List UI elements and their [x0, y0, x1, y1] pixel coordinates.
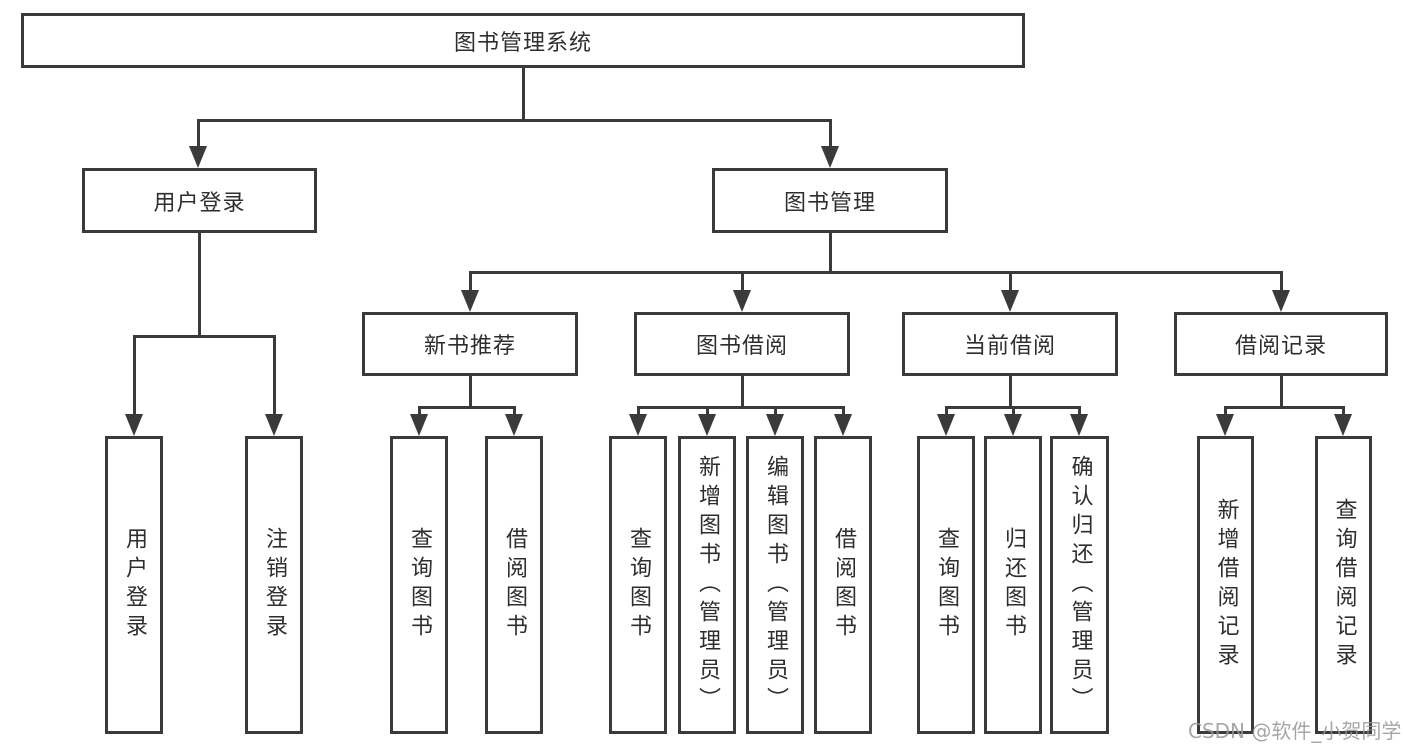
connector-user-login-bus [132, 334, 276, 338]
arrow-new-book-icon [461, 290, 479, 312]
node-leaf-borrow-book-2: 借阅图书 [814, 436, 872, 734]
node-book-borrow-label: 图书借阅 [695, 334, 788, 359]
node-leaf-logout-label: 注销登录 [262, 527, 287, 643]
node-new-book-recommend-label: 新书推荐 [423, 334, 516, 359]
node-user-login-label: 用户登录 [153, 190, 246, 216]
node-user-login: 用户登录 [82, 168, 317, 233]
connector-drop-query-record [1341, 407, 1345, 418]
arrow-book-borrow-icon [733, 290, 751, 312]
connector-drop-borrow-records [1279, 272, 1283, 294]
node-leaf-edit-book-admin: 编辑图书（管理员） [746, 436, 804, 734]
node-leaf-edit-book-admin-label: 编辑图书（管理员） [763, 454, 788, 716]
arrow-add-record-icon [1216, 414, 1234, 436]
arrow-query-book-b3-icon [937, 414, 955, 436]
connector-borrow-records-stem [1279, 376, 1283, 407]
arrow-user-login-icon [189, 146, 207, 168]
connector-drop-add-book [705, 407, 709, 418]
node-leaf-borrow-book-2-label: 借阅图书 [831, 527, 856, 643]
connector-new-book-stem [468, 376, 472, 407]
arrow-confirm-return-icon [1070, 414, 1088, 436]
node-current-borrow-label: 当前借阅 [963, 334, 1056, 359]
csdn-watermark: CSDN @软件_小贺同学 [1188, 719, 1402, 743]
node-leaf-add-borrow-record: 新增借阅记录 [1197, 436, 1254, 734]
node-book-borrow: 图书借阅 [634, 312, 850, 376]
node-leaf-add-borrow-record-label: 新增借阅记录 [1213, 498, 1239, 672]
arrow-logout-leaf-icon [265, 414, 283, 436]
node-book-management-label: 图书管理 [783, 190, 876, 216]
node-leaf-query-book-1: 查询图书 [390, 436, 448, 734]
connector-new-book-bus [417, 405, 516, 409]
connector-drop-query-book-b3 [944, 407, 948, 418]
connector-drop-book-borrow [740, 272, 744, 294]
connector-drop-new-book [468, 272, 472, 294]
arrow-current-borrow-icon [1001, 290, 1019, 312]
node-leaf-add-book-admin: 新增图书（管理员） [678, 436, 736, 734]
connector-user-login-stem [197, 233, 201, 336]
connector-root-stem [521, 68, 525, 120]
arrow-query-book-b2-icon [629, 414, 647, 436]
node-leaf-query-borrow-record-label: 查询借阅记录 [1331, 498, 1357, 672]
connector-root-bus [196, 118, 832, 122]
node-root-label: 图书管理系统 [453, 30, 592, 56]
node-leaf-return-book-label: 归还图书 [1001, 527, 1026, 643]
node-current-borrow: 当前借阅 [902, 312, 1118, 376]
node-leaf-confirm-return-admin: 确认归还（管理员） [1050, 436, 1109, 734]
arrow-borrow-book-b1-icon [505, 414, 523, 436]
connector-drop-user-login [196, 120, 200, 150]
arrow-return-book-icon [1004, 414, 1022, 436]
connector-drop-borrow-book-b2 [841, 407, 845, 418]
connector-drop-return-book [1011, 407, 1015, 418]
arrow-query-book-b1-icon [410, 414, 428, 436]
node-leaf-query-book-2-label: 查询图书 [626, 527, 651, 643]
node-new-book-recommend: 新书推荐 [362, 312, 578, 376]
arrow-query-record-icon [1334, 414, 1352, 436]
connector-current-borrow-stem [1008, 376, 1012, 407]
connector-drop-borrow-book-b1 [512, 407, 516, 418]
connector-book-mgmt-stem [828, 233, 832, 272]
connector-drop-edit-book [773, 407, 777, 418]
node-leaf-user-login: 用户登录 [105, 436, 163, 734]
connector-book-borrow-stem [740, 376, 744, 407]
node-leaf-borrow-book-1-label: 借阅图书 [502, 527, 527, 643]
connector-borrow-records-bus [1223, 405, 1345, 409]
node-leaf-return-book: 归还图书 [984, 436, 1042, 734]
node-borrow-records: 借阅记录 [1174, 312, 1388, 376]
connector-drop-query-book-b2 [636, 407, 640, 418]
connector-drop-confirm-return [1077, 407, 1081, 418]
arrow-borrow-book-b2-icon [834, 414, 852, 436]
node-leaf-query-book-1-label: 查询图书 [407, 527, 432, 643]
arrow-borrow-records-icon [1272, 290, 1290, 312]
arrow-edit-book-icon [766, 414, 784, 436]
arrow-add-book-icon [698, 414, 716, 436]
node-leaf-query-book-3-label: 查询图书 [934, 527, 959, 643]
arrow-login-leaf-icon [125, 414, 143, 436]
node-leaf-query-borrow-record: 查询借阅记录 [1315, 436, 1372, 734]
connector-drop-book-mgmt [828, 120, 832, 150]
node-leaf-logout: 注销登录 [245, 436, 303, 734]
node-leaf-query-book-2: 查询图书 [609, 436, 667, 734]
connector-book-mgmt-bus [468, 270, 1283, 274]
connector-drop-login-leaf [132, 336, 136, 418]
node-leaf-add-book-admin-label: 新增图书（管理员） [695, 454, 720, 716]
connector-drop-current-borrow [1008, 272, 1012, 294]
node-leaf-confirm-return-admin-label: 确认归还（管理员） [1067, 454, 1093, 716]
node-leaf-borrow-book-1: 借阅图书 [485, 436, 543, 734]
node-root: 图书管理系统 [21, 13, 1025, 68]
connector-book-borrow-bus [636, 405, 845, 409]
node-book-management: 图书管理 [712, 168, 948, 233]
connector-drop-query-book-b1 [417, 407, 421, 418]
node-borrow-records-label: 借阅记录 [1234, 334, 1327, 359]
connector-drop-add-record [1223, 407, 1227, 418]
connector-drop-logout-leaf [272, 336, 276, 418]
arrow-book-mgmt-icon [821, 146, 839, 168]
node-leaf-query-book-3: 查询图书 [917, 436, 975, 734]
node-leaf-user-login-label: 用户登录 [122, 527, 147, 643]
